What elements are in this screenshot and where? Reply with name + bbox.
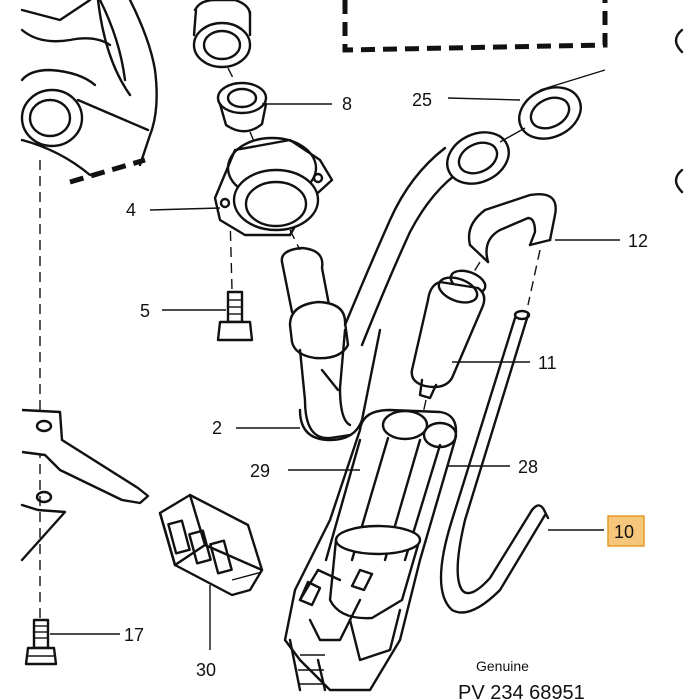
callout-28: 28 — [518, 457, 538, 477]
callout-17: 17 — [124, 625, 144, 645]
callout-5: 5 — [140, 301, 150, 321]
edge-fragment-top — [674, 28, 684, 54]
callout-30: 30 — [196, 660, 216, 680]
sender-unit-29 — [283, 408, 458, 692]
guide-rail — [20, 160, 150, 630]
bolt-5 — [216, 214, 254, 342]
brand-genuine: Genuine — [476, 658, 529, 674]
pump-11 — [410, 269, 487, 419]
callout-25: 25 — [412, 90, 432, 110]
highlight-box — [607, 515, 645, 547]
edge-fragment-mid — [674, 168, 684, 194]
bolt-17 — [24, 618, 58, 666]
callout-2: 2 — [212, 418, 222, 438]
callout-4: 4 — [126, 200, 136, 220]
filler-tube-2 — [280, 146, 464, 442]
callout-10-highlight[interactable]: 10 — [607, 515, 645, 547]
seal-25 — [446, 86, 582, 185]
reservoir-panel — [342, 0, 608, 91]
pipe-28 — [439, 309, 550, 614]
filler-cap — [192, 0, 252, 89]
flange-4 — [213, 136, 334, 251]
bracket-30 — [158, 493, 264, 597]
callout-12: 12 — [628, 231, 648, 251]
callout-10[interactable]: 10 — [614, 522, 634, 542]
part-number: PV 234 68951 — [458, 682, 585, 700]
seal-8 — [216, 81, 268, 161]
hose-12 — [467, 193, 557, 306]
engine-housing — [20, 0, 158, 185]
callout-8: 8 — [342, 94, 352, 114]
callout-11: 11 — [538, 353, 557, 373]
callout-29: 29 — [250, 461, 270, 481]
leader-lines — [50, 97, 620, 650]
